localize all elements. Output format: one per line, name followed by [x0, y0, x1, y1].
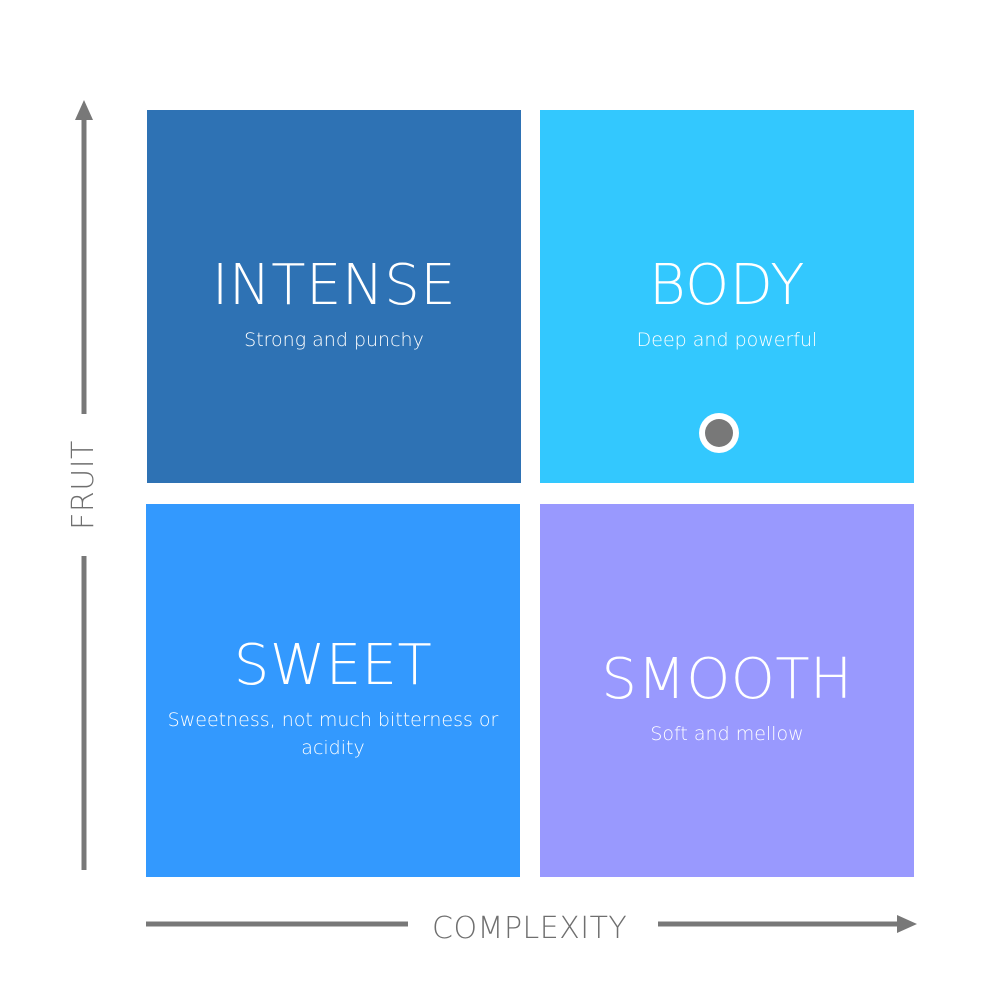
quadrant-body-subtitle: Deep and powerful	[636, 329, 818, 351]
quadrant-smooth-subtitle: Soft and mellow	[650, 723, 804, 745]
quadrant-smooth: SMOOTH Soft and mellow	[540, 504, 914, 877]
quadrant-smooth-title: SMOOTH	[601, 647, 853, 712]
x-axis-arrowhead	[897, 915, 917, 933]
y-axis-arrowhead	[75, 100, 93, 120]
quadrant-sweet: SWEET Sweetness, not much bitterness or …	[146, 504, 520, 877]
quadrant-sweet-subtitle: Sweetness, not much bitterness or acidit…	[167, 709, 499, 759]
position-marker-dot	[705, 419, 733, 447]
quadrant-intense: INTENSE Strong and punchy	[147, 110, 521, 483]
position-marker	[699, 413, 739, 453]
y-axis-label: FRUIT	[66, 440, 101, 530]
quadrant-body: BODY Deep and powerful	[540, 110, 914, 483]
quadrant-intense-subtitle: Strong and punchy	[244, 329, 424, 351]
quadrant-intense-title: INTENSE	[211, 253, 457, 318]
quadrant-body-title: BODY	[648, 253, 806, 318]
x-axis-label: COMPLEXITY	[432, 911, 628, 946]
quadrant-sweet-title: SWEET	[233, 633, 433, 698]
